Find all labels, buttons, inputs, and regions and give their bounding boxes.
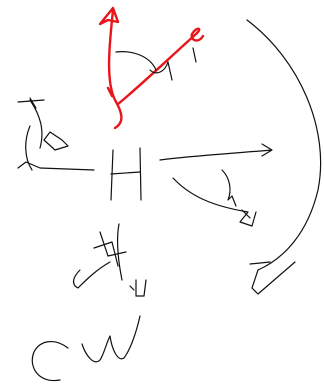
red-top-arrow (100, 8, 203, 128)
bottom-arrow (74, 224, 146, 296)
right-arrow (160, 144, 272, 226)
top-angle-arc (116, 48, 196, 80)
left-arrow (18, 98, 94, 170)
center-h-glyph (111, 148, 141, 200)
cw-label (32, 316, 140, 381)
clockwise-arc (247, 20, 321, 294)
